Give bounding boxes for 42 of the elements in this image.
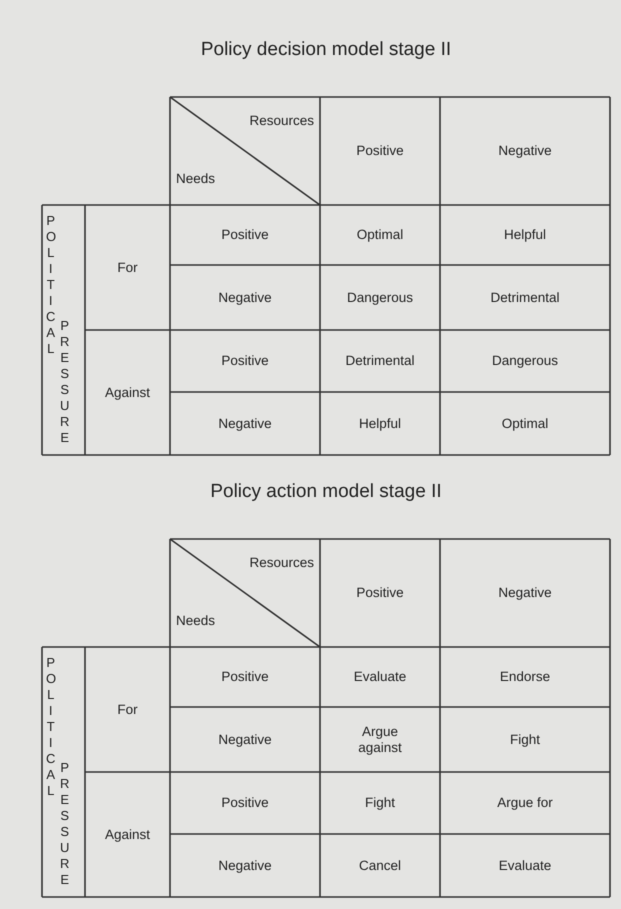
outcome-label: Argue for bbox=[497, 795, 553, 811]
header-label: Negative bbox=[498, 585, 552, 601]
row-header: Negative bbox=[218, 290, 272, 306]
outcome-label: Optimal bbox=[502, 416, 548, 432]
outcome-label: Detrimental bbox=[345, 353, 415, 369]
outcome-label: Argue against bbox=[357, 724, 403, 756]
outcome-label: Detrimental bbox=[490, 290, 560, 306]
outcome-label: Dangerous bbox=[346, 290, 414, 306]
vertical-label: POLITICAL bbox=[46, 213, 56, 357]
outcome-label: Optimal bbox=[356, 227, 404, 243]
outcome-label: Fight bbox=[364, 795, 395, 811]
row-header: Positive bbox=[221, 353, 269, 369]
outcome-label: Helpful bbox=[504, 227, 546, 243]
row-header: Against bbox=[104, 384, 150, 400]
outcome-label: Evaluate bbox=[354, 669, 406, 685]
header-label: Negative bbox=[498, 143, 552, 159]
row-header: Negative bbox=[218, 732, 272, 748]
table-heading: Policy decision model stage II bbox=[200, 42, 452, 58]
header-label: Resources bbox=[249, 555, 314, 571]
header-label: Needs bbox=[176, 613, 216, 629]
outcome-label: Evaluate bbox=[498, 858, 552, 874]
header-label: Positive bbox=[356, 143, 404, 159]
row-header: For bbox=[117, 702, 138, 718]
row-header: Negative bbox=[218, 416, 272, 432]
vertical-label: PRESSURE bbox=[60, 318, 70, 446]
outcome-label: Dangerous bbox=[492, 353, 558, 369]
row-header: Against bbox=[104, 826, 150, 842]
row-header: Positive bbox=[221, 795, 269, 811]
header-label: Resources bbox=[249, 113, 314, 129]
vertical-label: PRESSURE bbox=[60, 760, 70, 888]
row-header: Negative bbox=[218, 858, 272, 874]
header-label: Positive bbox=[356, 585, 404, 601]
row-header: Positive bbox=[221, 227, 269, 243]
outcome-label: Cancel bbox=[358, 858, 402, 874]
header-label: Needs bbox=[176, 171, 216, 187]
vertical-label: POLITICAL bbox=[46, 655, 56, 799]
outcome-label: Helpful bbox=[358, 416, 402, 432]
row-header: For bbox=[117, 260, 138, 276]
row-header: Positive bbox=[221, 669, 269, 685]
table-heading: Policy action model stage II bbox=[210, 484, 442, 500]
outcome-label: Endorse bbox=[500, 669, 550, 685]
outcome-label: Fight bbox=[510, 732, 540, 748]
